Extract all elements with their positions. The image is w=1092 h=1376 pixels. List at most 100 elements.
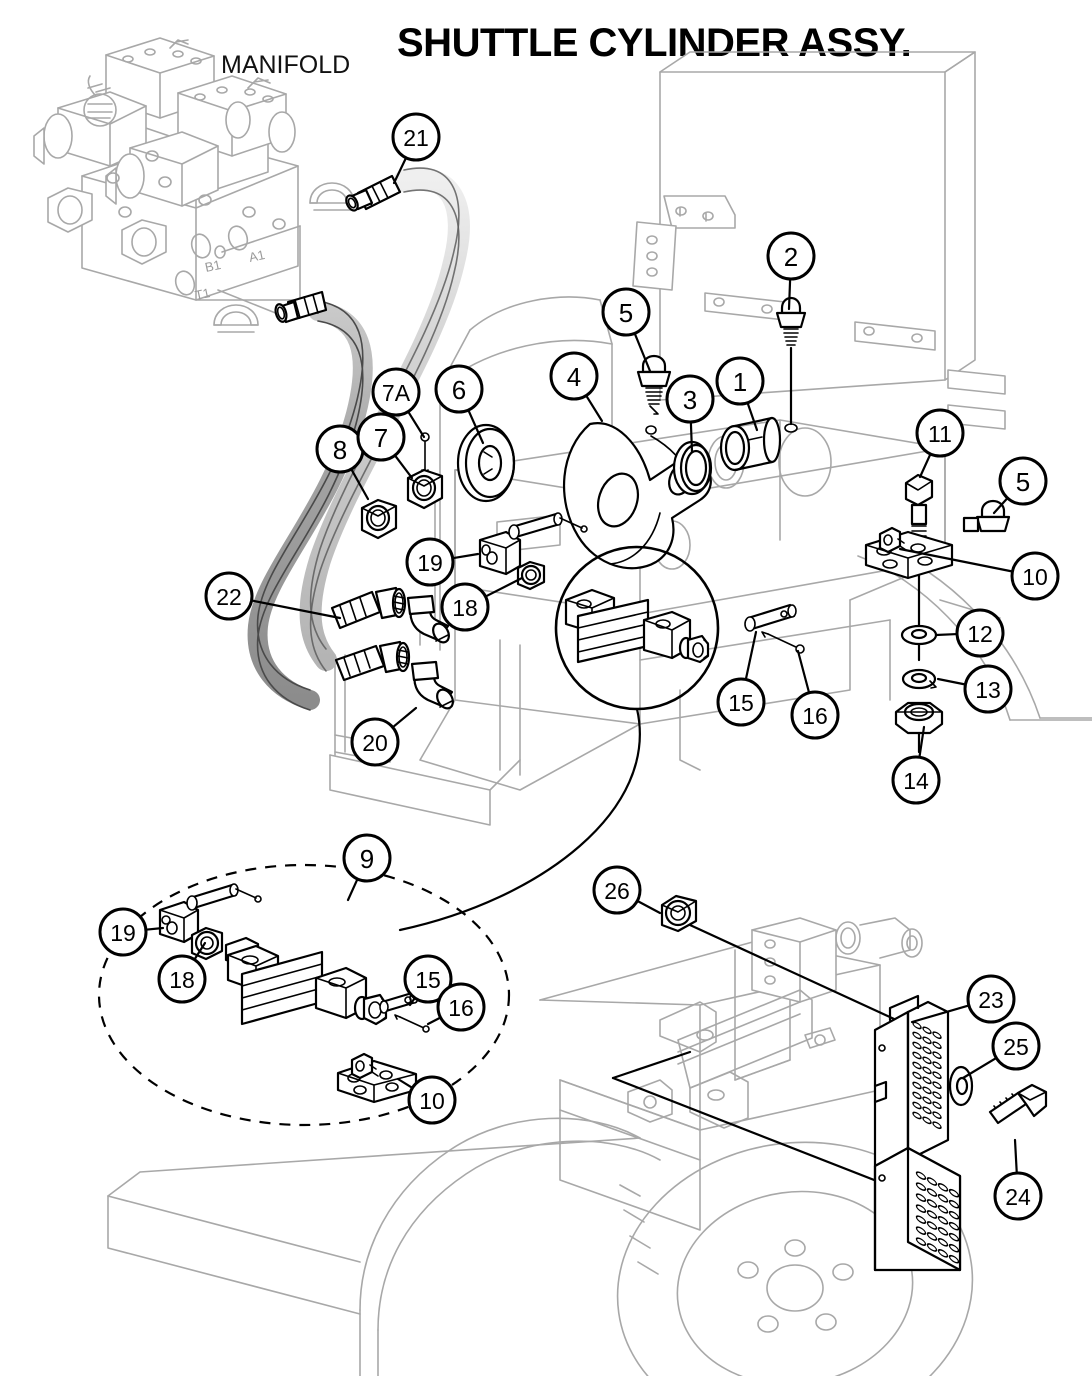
leader-line-3 — [689, 420, 694, 454]
callout-circle-24[interactable] — [993, 1171, 1043, 1221]
callout-circle-26[interactable] — [592, 865, 642, 915]
callout-circle-7A[interactable] — [371, 367, 421, 417]
callout-circle-18[interactable] — [440, 582, 490, 632]
callout-10[interactable]: 10 — [396, 1075, 457, 1125]
elbow-fitting-upper — [406, 594, 450, 644]
callout-24[interactable]: 24 — [993, 1138, 1043, 1221]
callout-number-19: 19 — [110, 920, 136, 946]
callout-26[interactable]: 26 — [592, 865, 662, 915]
callout-5[interactable]: 5 — [992, 456, 1048, 515]
callout-circle-2[interactable] — [766, 231, 816, 281]
callout-3[interactable]: 3 — [665, 374, 715, 454]
callout-23[interactable]: 23 — [910, 974, 1016, 1024]
callout-circle-16[interactable] — [436, 982, 486, 1032]
callout-circle-19[interactable] — [98, 907, 148, 957]
callout-circle-10[interactable] — [1010, 551, 1060, 601]
leader-line-22 — [250, 599, 342, 620]
leader-line-8 — [350, 467, 370, 501]
callout-number-10: 10 — [1022, 564, 1048, 590]
leader-line-12 — [934, 632, 959, 637]
callout-circle-4[interactable] — [549, 351, 599, 401]
callout-15[interactable]: 15 — [403, 954, 453, 1007]
callout-6[interactable]: 6 — [434, 364, 485, 445]
callout-21[interactable]: 21 — [391, 112, 441, 185]
callout-circle-6[interactable] — [434, 364, 484, 414]
callout-circle-16[interactable] — [790, 690, 840, 740]
callout-number-16: 16 — [448, 995, 474, 1021]
callout-circle-5[interactable] — [601, 287, 651, 337]
callout-4[interactable]: 4 — [549, 351, 604, 423]
callout-number-4: 4 — [567, 362, 581, 392]
callout-circle-7[interactable] — [356, 412, 406, 462]
callout-15[interactable]: 15 — [716, 630, 766, 727]
callout-circle-15[interactable] — [403, 954, 453, 1004]
leader-line-5 — [992, 496, 1009, 515]
leader-line-9 — [346, 877, 359, 902]
callout-18[interactable]: 18 — [440, 576, 524, 632]
callout-13[interactable]: 13 — [936, 664, 1013, 714]
callout-circle-9[interactable] — [342, 833, 392, 883]
part-26-hex-nut — [660, 894, 698, 933]
leader-line-4 — [585, 394, 604, 423]
leader-line-2 — [787, 277, 792, 311]
callout-7[interactable]: 7 — [356, 412, 414, 480]
callout-20[interactable]: 20 — [350, 706, 418, 767]
callout-circle-15[interactable] — [716, 677, 766, 727]
callout-number-5: 5 — [619, 298, 633, 328]
callout-circle-23[interactable] — [966, 974, 1016, 1024]
callout-circle-18[interactable] — [157, 954, 207, 1004]
callout-circle-11[interactable] — [915, 408, 965, 458]
callout-circle-22[interactable] — [204, 571, 254, 621]
leader-line-15 — [744, 630, 758, 681]
callout-14[interactable]: 14 — [891, 725, 941, 805]
callout-number-24: 24 — [1005, 1184, 1031, 1210]
callout-16[interactable]: 16 — [426, 982, 486, 1032]
leader-line-19 — [451, 552, 480, 560]
callout-number-1: 1 — [733, 367, 747, 397]
callout-16[interactable]: 16 — [790, 649, 840, 740]
callout-1[interactable]: 1 — [715, 356, 765, 432]
callout-circle-13[interactable] — [963, 664, 1013, 714]
callout-circle-14[interactable] — [891, 755, 941, 805]
callout-10[interactable]: 10 — [898, 547, 1060, 601]
callout-number-26: 26 — [604, 878, 630, 904]
callout-19[interactable]: 19 — [405, 537, 480, 587]
callout-12[interactable]: 12 — [934, 608, 1005, 658]
part-25-flat-washer — [948, 1065, 974, 1107]
part-3-spacer-washer — [672, 440, 713, 496]
leader-line-7A — [407, 410, 426, 439]
callout-5[interactable]: 5 — [601, 287, 652, 373]
leader-line-7 — [393, 454, 414, 480]
manifold-label: MANIFOLD — [221, 51, 350, 79]
callout-circle-19[interactable] — [405, 537, 455, 587]
callout-circle-3[interactable] — [665, 374, 715, 424]
callout-number-11: 11 — [928, 421, 952, 447]
callout-7A[interactable]: 7A — [371, 367, 426, 439]
callout-circle-21[interactable] — [391, 112, 441, 162]
part-15-clevis-pin-main — [744, 603, 797, 632]
callout-circle-20[interactable] — [350, 717, 400, 767]
callout-circle-1[interactable] — [715, 356, 765, 406]
leader-line-1 — [746, 401, 759, 432]
leader-line-23 — [910, 1004, 971, 1024]
callout-circle-25[interactable] — [991, 1021, 1041, 1071]
callout-19[interactable]: 19 — [98, 907, 165, 957]
callout-circle-5[interactable] — [998, 456, 1048, 506]
callout-circle-10[interactable] — [407, 1075, 457, 1125]
callout-25[interactable]: 25 — [961, 1021, 1041, 1080]
detail-leader-curve — [398, 707, 641, 932]
callout-number-14: 14 — [903, 768, 929, 794]
callout-18[interactable]: 18 — [157, 941, 207, 1004]
callout-9[interactable]: 9 — [342, 833, 392, 902]
callout-number-20: 20 — [362, 730, 388, 756]
callout-11[interactable]: 11 — [915, 408, 965, 479]
part-24-hex-bolt — [988, 1083, 1048, 1125]
callout-number-13: 13 — [975, 677, 1001, 703]
callout-number-18: 18 — [169, 967, 195, 993]
port-label-a1: A1 — [248, 247, 267, 265]
callout-2[interactable]: 2 — [766, 231, 816, 311]
leader-line-24 — [1013, 1138, 1018, 1175]
callout-circle-12[interactable] — [955, 608, 1005, 658]
callout-22[interactable]: 22 — [204, 571, 342, 621]
